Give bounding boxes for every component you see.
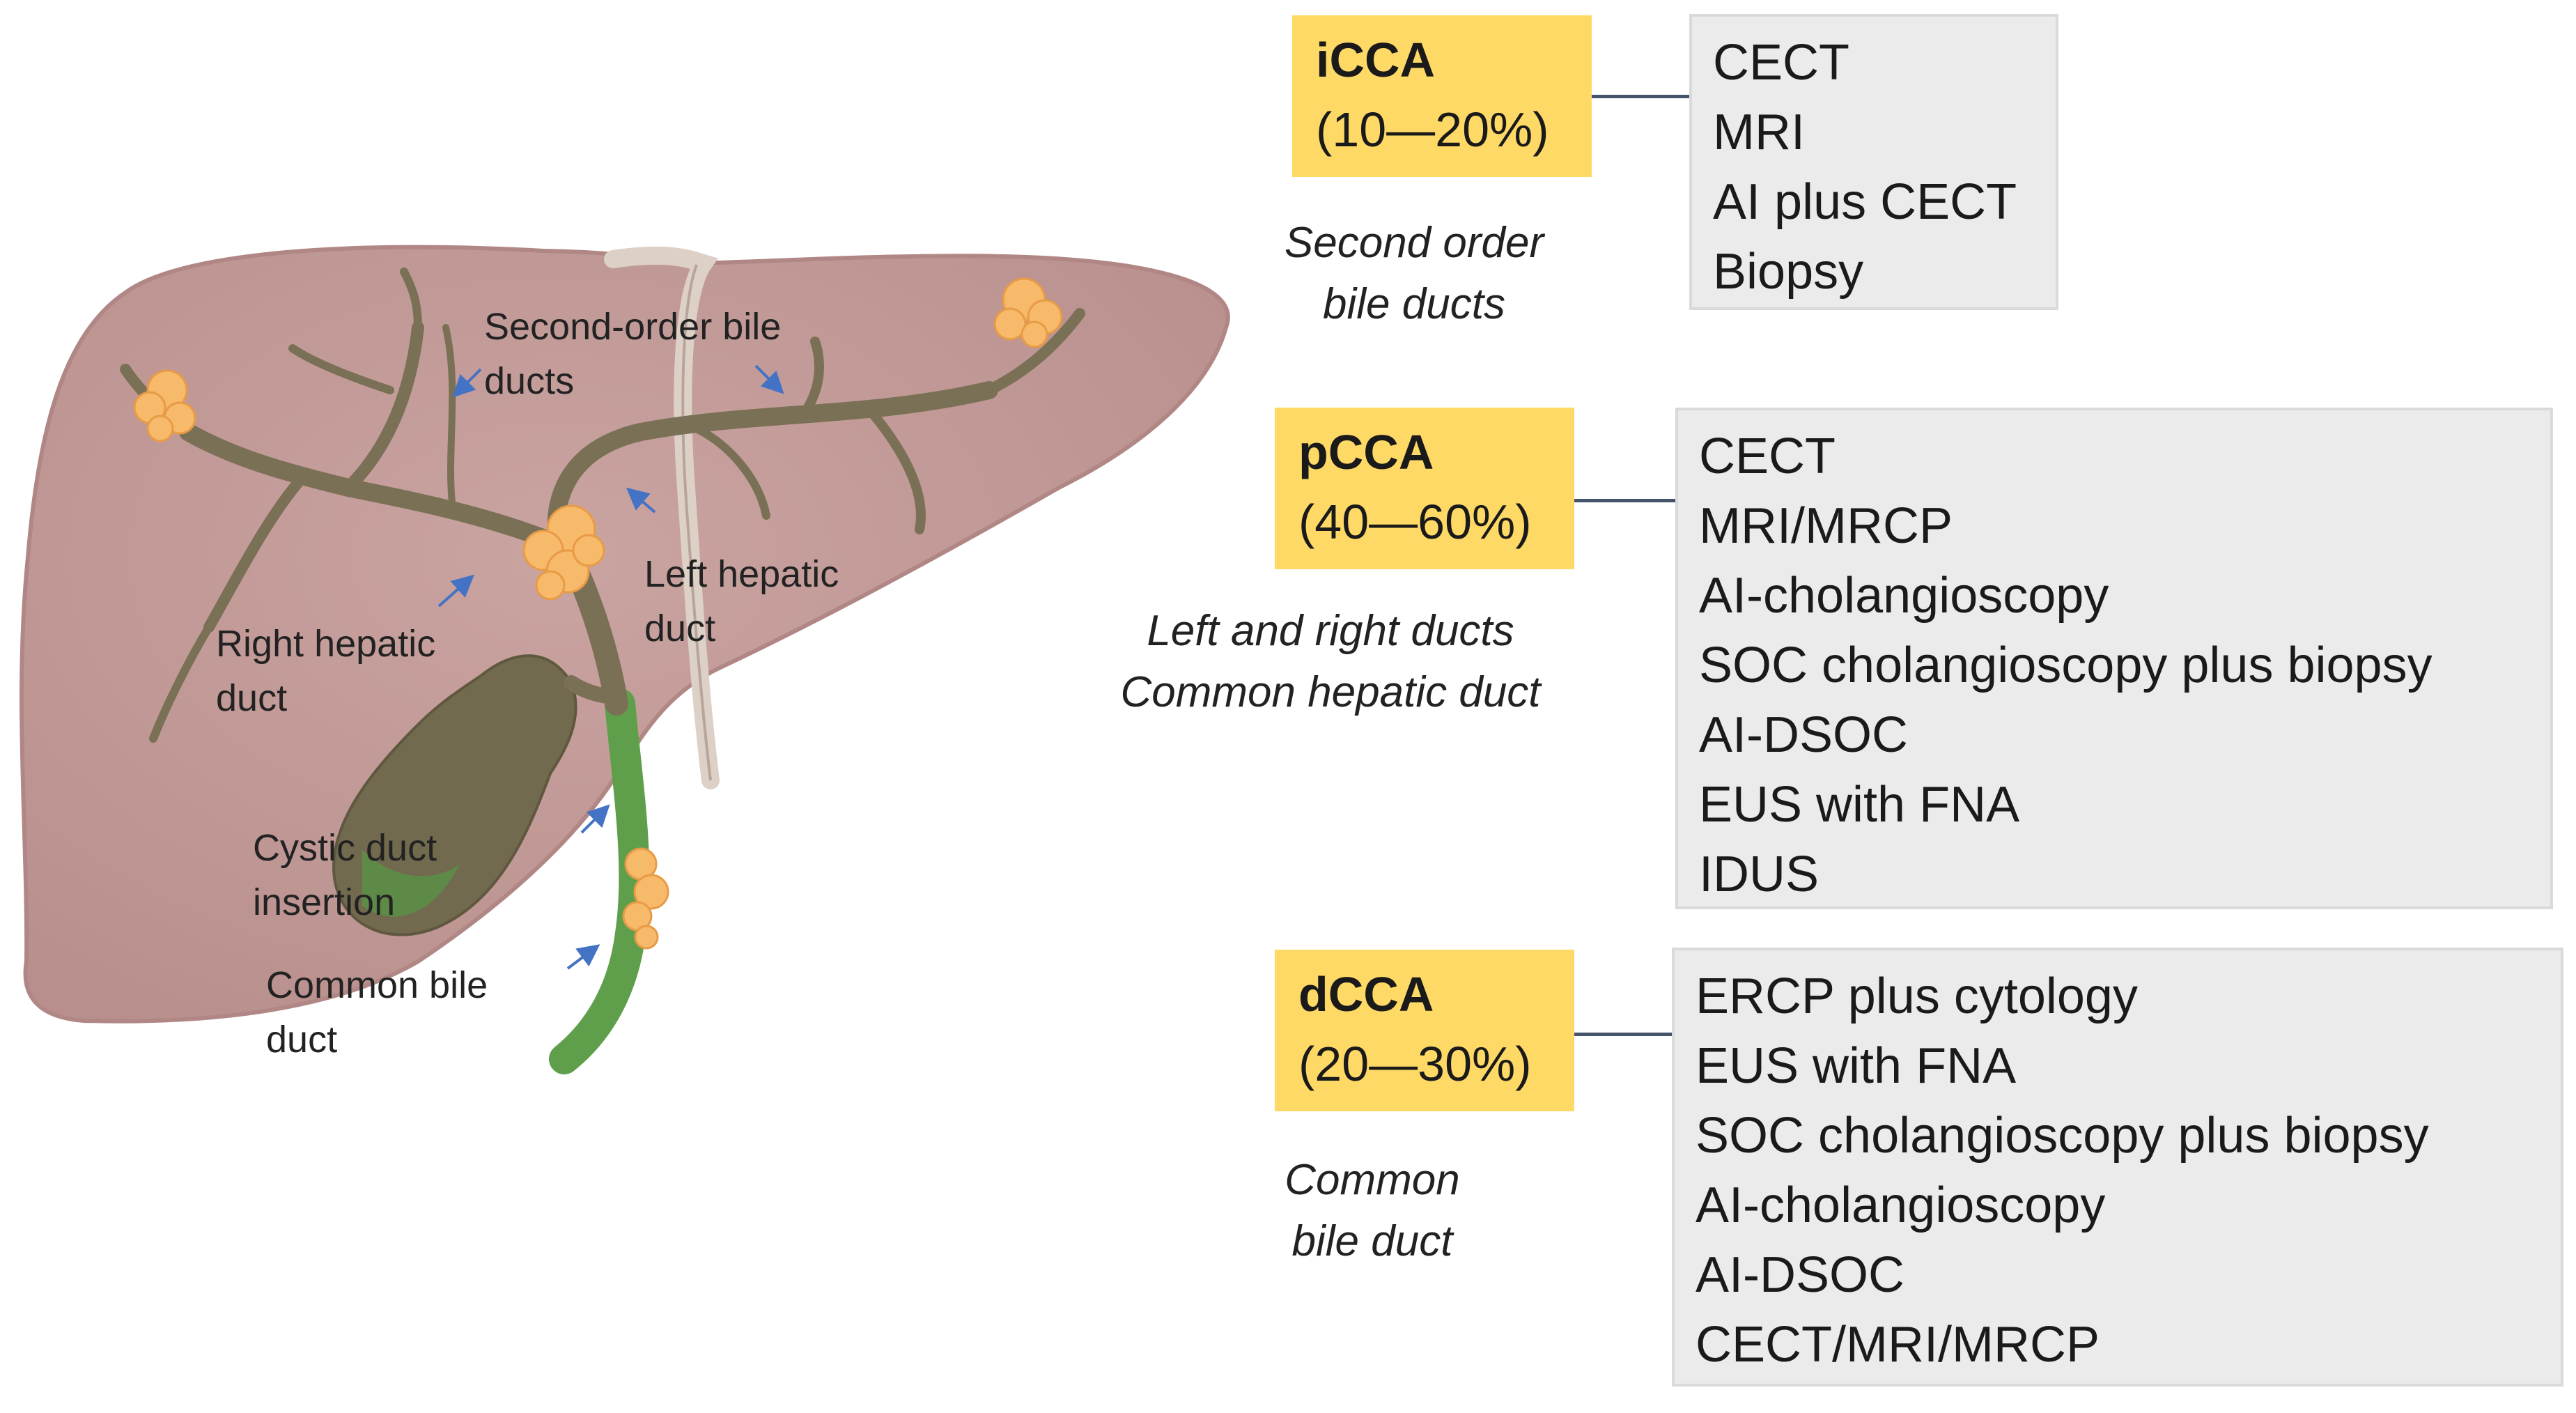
method-item: CECT (1699, 428, 1836, 484)
arrow-left-hepatic (626, 487, 656, 514)
type-name: iCCA (1316, 33, 1436, 87)
method-item: AI-cholangioscopy (1699, 568, 2109, 624)
method-item: EUS with FNA (1696, 1038, 2017, 1094)
method-item: MRI (1713, 105, 1805, 160)
type-name: pCCA (1298, 425, 1434, 479)
liver-illustration (20, 245, 1230, 1074)
methods-box-icca: CECT MRI AI plus CECT Biopsy (1689, 14, 2058, 310)
tumor-clusters (133, 277, 1063, 950)
location-dcca: Common bile duct (1285, 1156, 1460, 1265)
method-item: EUS with FNA (1699, 777, 2020, 833)
method-item: IDUS (1699, 847, 1820, 902)
bile-duct-tree (120, 268, 1085, 743)
method-item: CECT/MRI/MRCP (1696, 1317, 2100, 1373)
arrow-second-order-right (754, 364, 784, 394)
method-item: AI-cholangioscopy (1696, 1178, 2106, 1233)
method-item: SOC cholangioscopy plus biopsy (1699, 638, 2433, 693)
type-box-dcca: dCCA (20—30%) (1275, 950, 1574, 1111)
label-cystic-duct-insertion: Cystic duct insertion (253, 827, 437, 923)
type-percentage: (20—30%) (1298, 1037, 1532, 1091)
method-item: AI plus CECT (1713, 174, 2017, 230)
method-item: Biopsy (1713, 244, 1864, 300)
type-percentage: (10—20%) (1316, 102, 1549, 157)
label-right-hepatic-duct: Right hepatic duct (216, 623, 436, 719)
arrow-right-hepatic (437, 574, 474, 608)
arrow-cystic (580, 804, 610, 834)
connector-icca (1592, 95, 1689, 98)
type-name: dCCA (1298, 967, 1434, 1021)
type-box-pcca: pCCA (40—60%) (1275, 408, 1574, 569)
type-box-icca: iCCA (10—20%) (1292, 15, 1592, 177)
label-left-hepatic-duct: Left hepatic duct (644, 553, 839, 649)
location-icca: Second order bile ducts (1284, 219, 1544, 328)
method-item: AI-DSOC (1699, 707, 1909, 763)
type-percentage: (40—60%) (1298, 495, 1532, 549)
location-pcca: Left and right ducts Common hepatic duct (1120, 607, 1541, 716)
arrow-common-bile (566, 944, 600, 970)
connector-dcca (1574, 1033, 1672, 1036)
methods-box-dcca: ERCP plus cytology EUS with FNA SOC chol… (1672, 948, 2563, 1387)
method-item: CECT (1713, 35, 1849, 91)
methods-box-pcca: CECT MRI/MRCP AI-cholangioscopy SOC chol… (1675, 408, 2553, 909)
method-item: AI-DSOC (1696, 1247, 1905, 1303)
label-second-order-ducts: Second-order bile ducts (484, 306, 782, 402)
pointer-arrows (437, 364, 784, 970)
connector-pcca (1574, 499, 1675, 502)
label-common-bile-duct: Common bile duct (266, 964, 488, 1060)
method-item: ERCP plus cytology (1696, 968, 2138, 1024)
method-item: SOC cholangioscopy plus biopsy (1696, 1108, 2429, 1164)
arrow-second-order-left (452, 368, 482, 398)
method-item: MRI/MRCP (1699, 498, 1953, 554)
